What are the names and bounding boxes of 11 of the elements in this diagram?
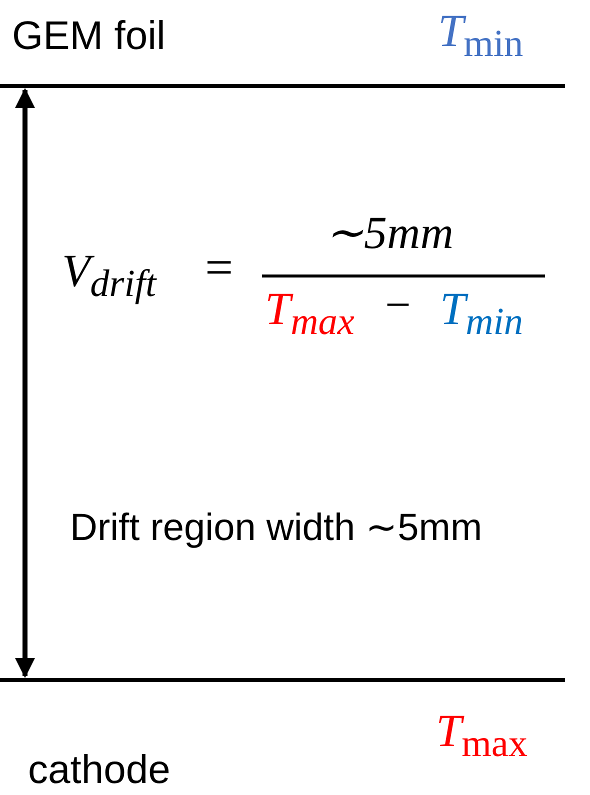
layer-label: cathode: [28, 748, 170, 792]
layer-label: GEM foil: [12, 14, 166, 58]
formula-numerator: ∼5mm: [325, 208, 454, 259]
equals-sign: =: [205, 240, 234, 295]
formula-variable: V$_{drift}$: [62, 246, 156, 306]
formula-term: T$_{max}$: [265, 284, 354, 344]
dimension-label: Drift region width ∼5mm: [70, 508, 482, 550]
minus-sign: −: [385, 280, 411, 331]
time-label: T$_{min}$: [438, 6, 524, 66]
time-label: T$_{max}$: [436, 706, 528, 766]
formula-term: T$_{min}$: [440, 284, 524, 344]
